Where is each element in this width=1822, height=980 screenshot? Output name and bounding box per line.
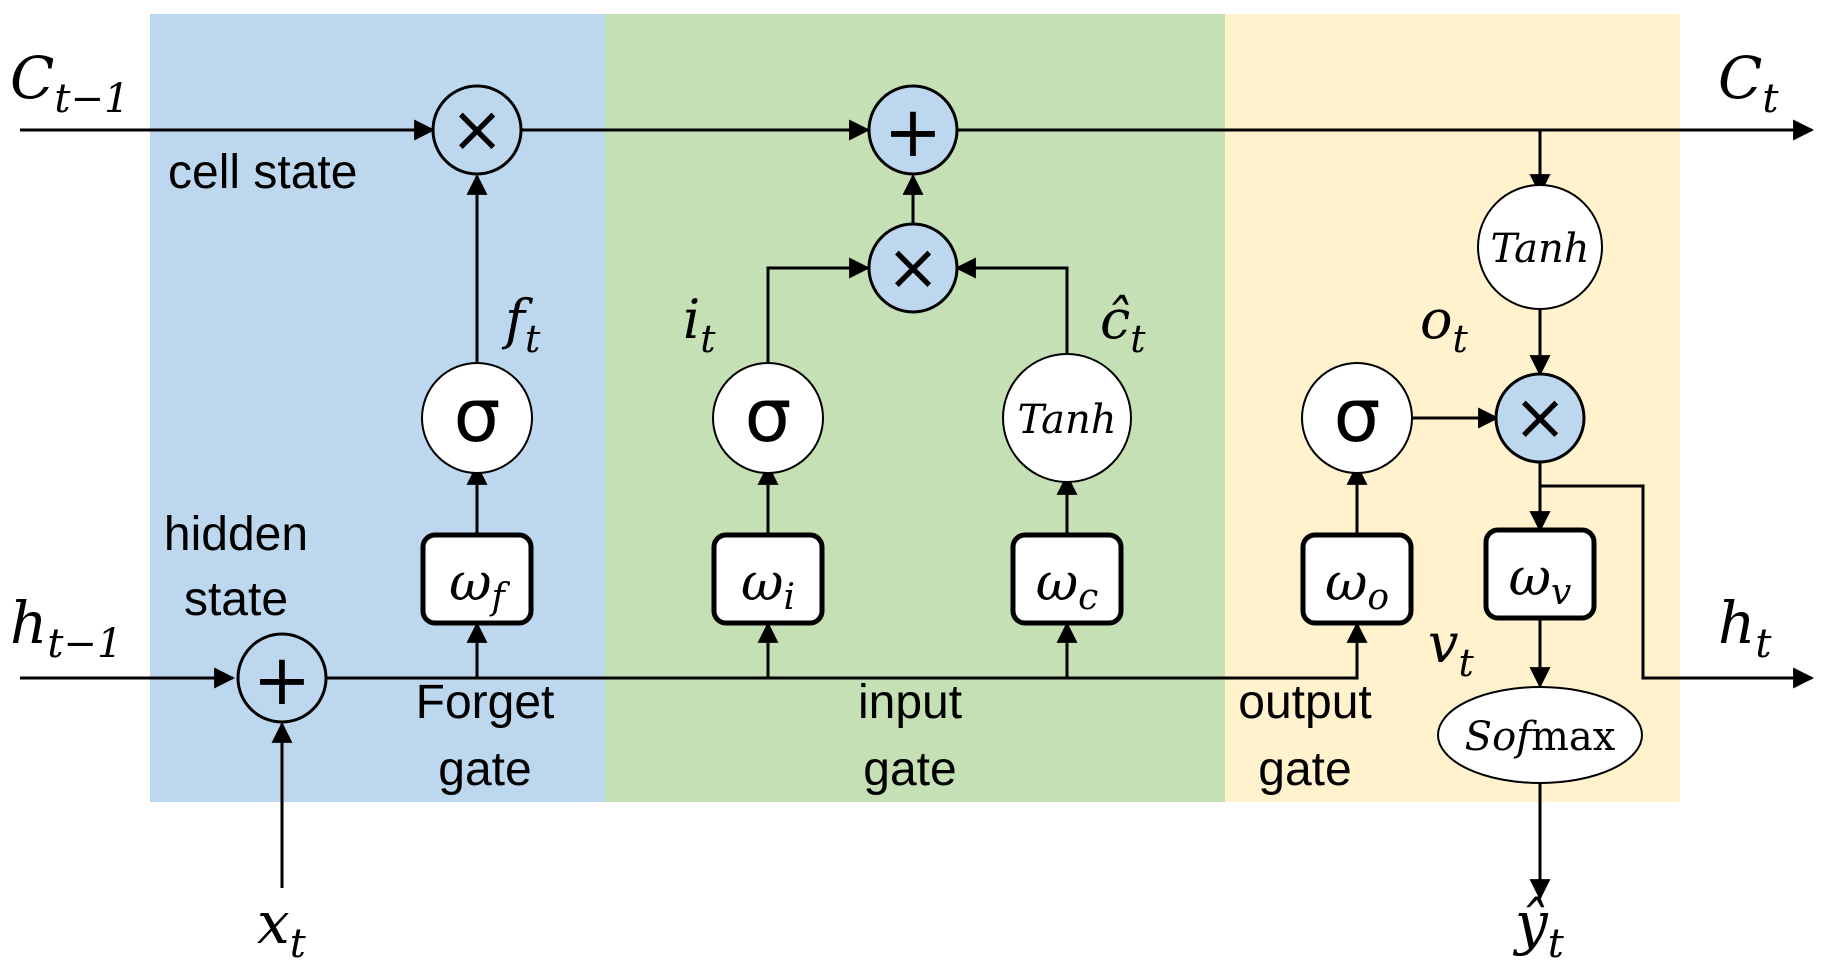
cell-state-label: cell state (168, 146, 357, 199)
input-gate-label-line2: gate (863, 743, 956, 796)
tanh-label: Tanh (1491, 226, 1590, 272)
output-gate-label-line1: output (1238, 676, 1371, 729)
output-multiply-node: × (1494, 372, 1586, 464)
forget-gate-label-line2: gate (438, 743, 531, 796)
h-prev-label: ht−1 (10, 589, 122, 667)
sigma-label: σ (1334, 373, 1381, 459)
weight-box-candidate: ωc (1010, 532, 1124, 626)
multiply-icon: × (886, 231, 940, 305)
input-multiply-node: × (867, 222, 959, 314)
c-next-label: Ct (1718, 44, 1779, 122)
cell-tanh-node: Tanh (1477, 184, 1603, 310)
tanh-label: Tanh (1018, 397, 1117, 443)
input-sigma-node: σ (712, 362, 824, 474)
candidate-tanh-node: Tanh (1002, 353, 1132, 483)
hidden-state-label-line2: state (184, 573, 288, 626)
weight-box-v: ωv (1483, 527, 1597, 621)
hidden-add-node: + (236, 632, 328, 724)
output-gate-region (1225, 14, 1680, 802)
multiply-icon: × (450, 93, 504, 167)
input-gate-to-multiply-arrow (766, 257, 871, 362)
hidden-state-output-line (1540, 484, 1815, 689)
x-input-label: xt (257, 889, 307, 967)
svg-text:ωo: ωo (1325, 553, 1389, 618)
input-gate-label-line1: input (858, 676, 962, 729)
candidate-signal-label: ĉt (1100, 288, 1146, 361)
cell-add-node: + (867, 84, 959, 176)
forget-multiply-node: × (431, 84, 523, 176)
input-signal-label: it (683, 288, 716, 361)
softmax-label: Sofmax (1465, 714, 1616, 760)
softmax-node: Sofmax (1437, 686, 1643, 784)
sigma-label: σ (745, 373, 792, 459)
forget-sigma-node: σ (421, 362, 533, 474)
multiply-icon: × (1513, 381, 1567, 455)
sigma-label: σ (454, 373, 501, 459)
output-gate-label-line2: gate (1258, 743, 1351, 796)
forget-gate-label-line1: Forget (416, 676, 555, 729)
svg-text:ωc: ωc (1036, 553, 1099, 618)
plus-icon: + (884, 91, 943, 173)
svg-text:ωv: ωv (1509, 548, 1572, 613)
y-output-label: ŷt (1512, 889, 1565, 967)
output-sigma-node: σ (1301, 362, 1413, 474)
candidate-to-multiply-arrow (954, 257, 1069, 362)
weight-box-forget: ωf (420, 532, 534, 626)
v-signal-label: vt (1428, 612, 1475, 685)
weight-box-output: ωo (1300, 532, 1414, 626)
h-next-label: ht (1718, 589, 1772, 667)
weight-box-input: ωi (711, 532, 825, 626)
svg-text:ωi: ωi (741, 553, 795, 618)
c-prev-label: Ct−1 (10, 44, 129, 122)
plus-icon: + (253, 639, 312, 721)
hidden-state-label-line1: hidden (164, 508, 308, 561)
output-signal-label: ot (1420, 288, 1469, 361)
hidden-to-wo-arrow (1316, 621, 1368, 680)
